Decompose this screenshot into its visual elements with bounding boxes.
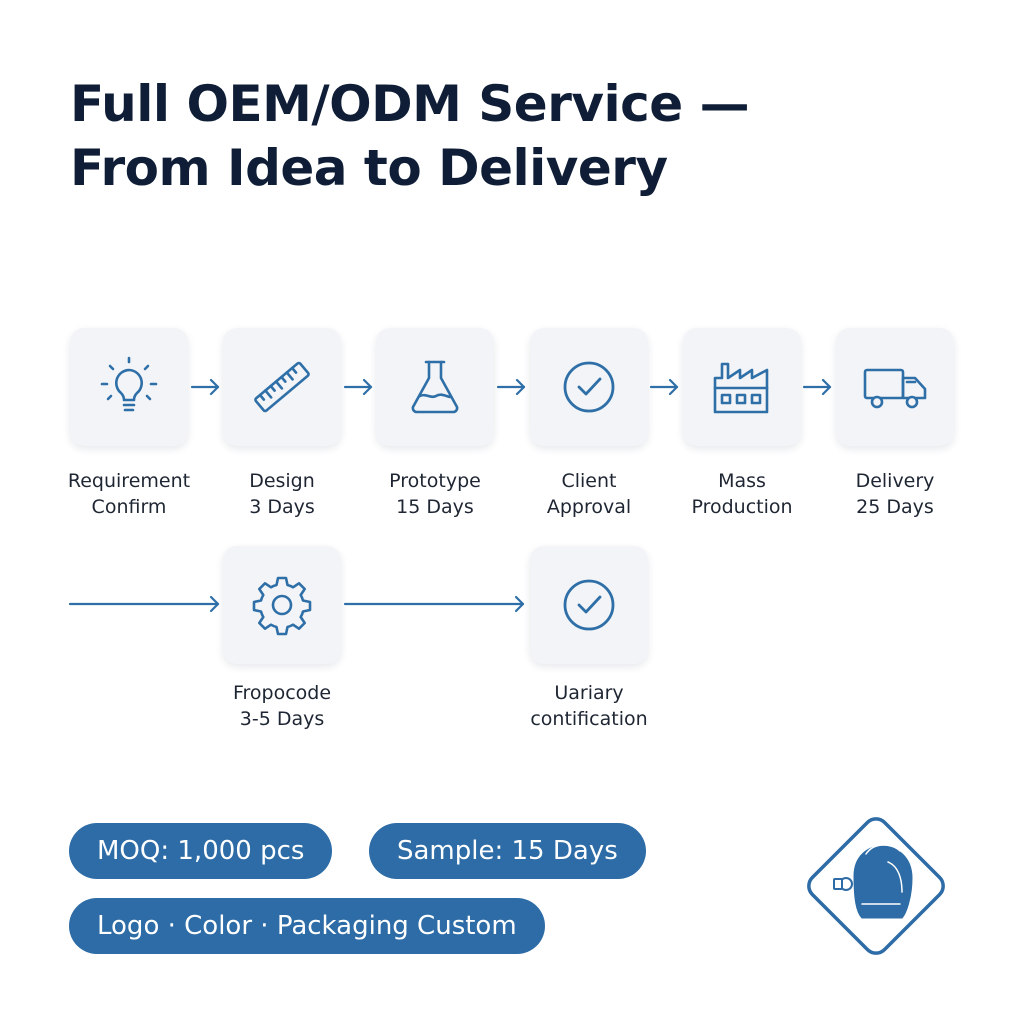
sample-badge: Sample: 15 Days: [369, 823, 646, 879]
arrow-right-icon: [496, 378, 526, 396]
step-delivery-tile: [836, 328, 954, 446]
step-production-tile: [683, 328, 801, 446]
page-title: Full OEM/ODM Service — From Idea to Deli…: [70, 72, 970, 200]
step-certification-tile: [530, 546, 648, 664]
step-prototype-tile: [376, 328, 494, 446]
arrow-right-icon: [649, 378, 679, 396]
check-circle-icon: [563, 579, 615, 631]
title-line-2: From Idea to Delivery: [70, 139, 668, 197]
title-line-1: Full OEM/ODM Service —: [70, 75, 750, 133]
step-design-tile: [223, 328, 341, 446]
factory-icon: [713, 362, 769, 414]
moq-badge: MOQ: 1,000 pcs: [69, 823, 333, 879]
customization-badge: Logo · Color · Packaging Custom: [69, 898, 545, 954]
arrow-right-icon: [343, 378, 373, 396]
lightbulb-icon: [100, 356, 158, 412]
step-fropocode-tile: [223, 546, 341, 664]
flask-icon: [411, 360, 459, 414]
arrow-right-icon: [802, 378, 832, 396]
arrow-right-icon: [190, 378, 220, 396]
long-arrow-right-icon: [343, 595, 525, 613]
product-badge-icon: [807, 817, 945, 955]
gear-icon: [252, 576, 312, 636]
check-circle-icon: [563, 361, 615, 413]
long-arrow-right-icon: [68, 595, 220, 613]
step-requirement-tile: [70, 328, 188, 446]
step-approval-tile: [530, 328, 648, 446]
truck-icon: [863, 368, 927, 409]
ruler-icon: [254, 361, 310, 413]
